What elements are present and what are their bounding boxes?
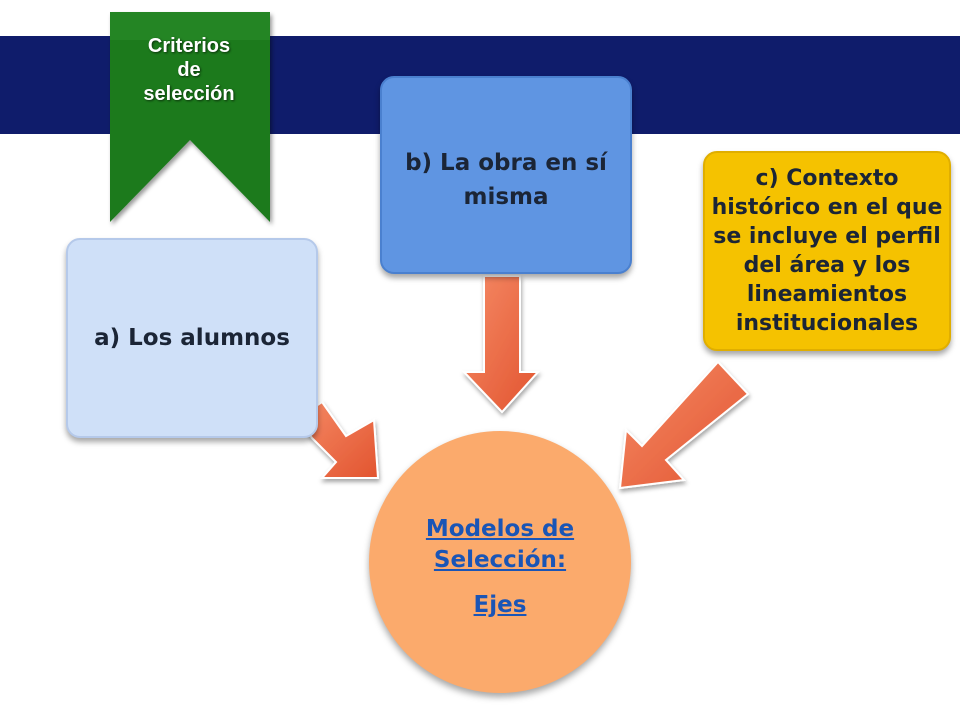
- node-a-label: a) Los alumnos: [94, 325, 290, 351]
- center-title: Modelos de Selección:: [425, 515, 575, 573]
- node-c-label: c) Contexto histórico en el que se inclu…: [711, 166, 943, 336]
- banner-shape: [110, 12, 270, 222]
- banner-label: Criterios de selección: [108, 34, 270, 106]
- banner-label-line1: Criterios: [147, 35, 231, 57]
- center-node-selection-models: Modelos de Selección: Ejes: [369, 431, 631, 693]
- arrow-c-to-center: [618, 360, 750, 490]
- arrow-a-to-center: [296, 400, 380, 479]
- node-b-work-itself: b) La obra en sí misma: [380, 76, 632, 274]
- banner-label-line2: de: [177, 59, 201, 81]
- node-c-historical-context: c) Contexto histórico en el que se inclu…: [703, 151, 951, 351]
- center-subtitle: Ejes: [473, 591, 527, 618]
- node-b-label: b) La obra en sí misma: [405, 150, 607, 210]
- arrow-b-to-center: [461, 275, 541, 414]
- node-a-students: a) Los alumnos: [66, 238, 318, 438]
- banner-label-line3: selección: [143, 83, 235, 105]
